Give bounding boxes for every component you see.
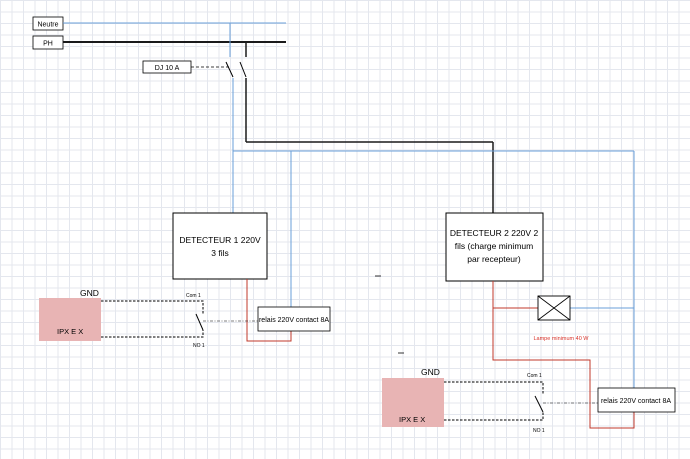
ipx2-label: IPX E X — [399, 415, 425, 424]
com2-label: Com 1 — [527, 373, 542, 379]
ipx2-block — [382, 378, 444, 427]
relay2-box — [597, 387, 676, 413]
ipx1-com-wire — [101, 300, 204, 314]
detector2-line3: par recepteur) — [467, 254, 521, 264]
breaker-label: DJ 10 A — [155, 65, 180, 72]
ipx2-no-wire — [444, 412, 544, 421]
relay1-box — [257, 306, 331, 332]
detector2-relay-wire — [492, 308, 635, 429]
ipx1-label: IPX E X — [57, 327, 83, 336]
ipx2-com-wire — [444, 381, 544, 395]
detector2-line1: DETECTEUR 2 220V 2 — [450, 228, 539, 238]
lamp-cross-b — [537, 295, 571, 321]
lamp-label: Lampe minimum 40 W — [533, 336, 589, 342]
com1-label: Com 1 — [186, 293, 201, 299]
gnd2-label: GND — [421, 367, 440, 377]
ipx2-switch — [534, 395, 544, 413]
neutre-label: Neutre — [37, 22, 58, 29]
ipx1-no-wire — [101, 330, 204, 338]
breaker-neutral-switch — [225, 61, 234, 78]
ipx1-block — [39, 298, 101, 341]
ipx1-switch — [195, 313, 204, 331]
ph-label: PH — [43, 41, 53, 48]
detector1-line1: DETECTEUR 1 220V — [179, 235, 261, 245]
detector1-output-wire — [246, 279, 292, 342]
detector1-line2: 3 fils — [211, 248, 228, 258]
detector2-lamp-wire — [492, 281, 538, 309]
detector2-box — [445, 212, 544, 282]
relay1-label: relais 220V contact 8A — [259, 317, 329, 324]
relay2-label: relais 220V contact 8A — [601, 398, 671, 405]
gnd1-label: GND — [80, 288, 99, 298]
breaker-phase-switch — [239, 61, 247, 78]
detector1-box — [172, 212, 268, 280]
detector2-line2: fils (charge minimum — [455, 241, 533, 251]
no1-label: NO 1 — [193, 343, 205, 349]
no2-label: NO 1 — [533, 428, 545, 434]
